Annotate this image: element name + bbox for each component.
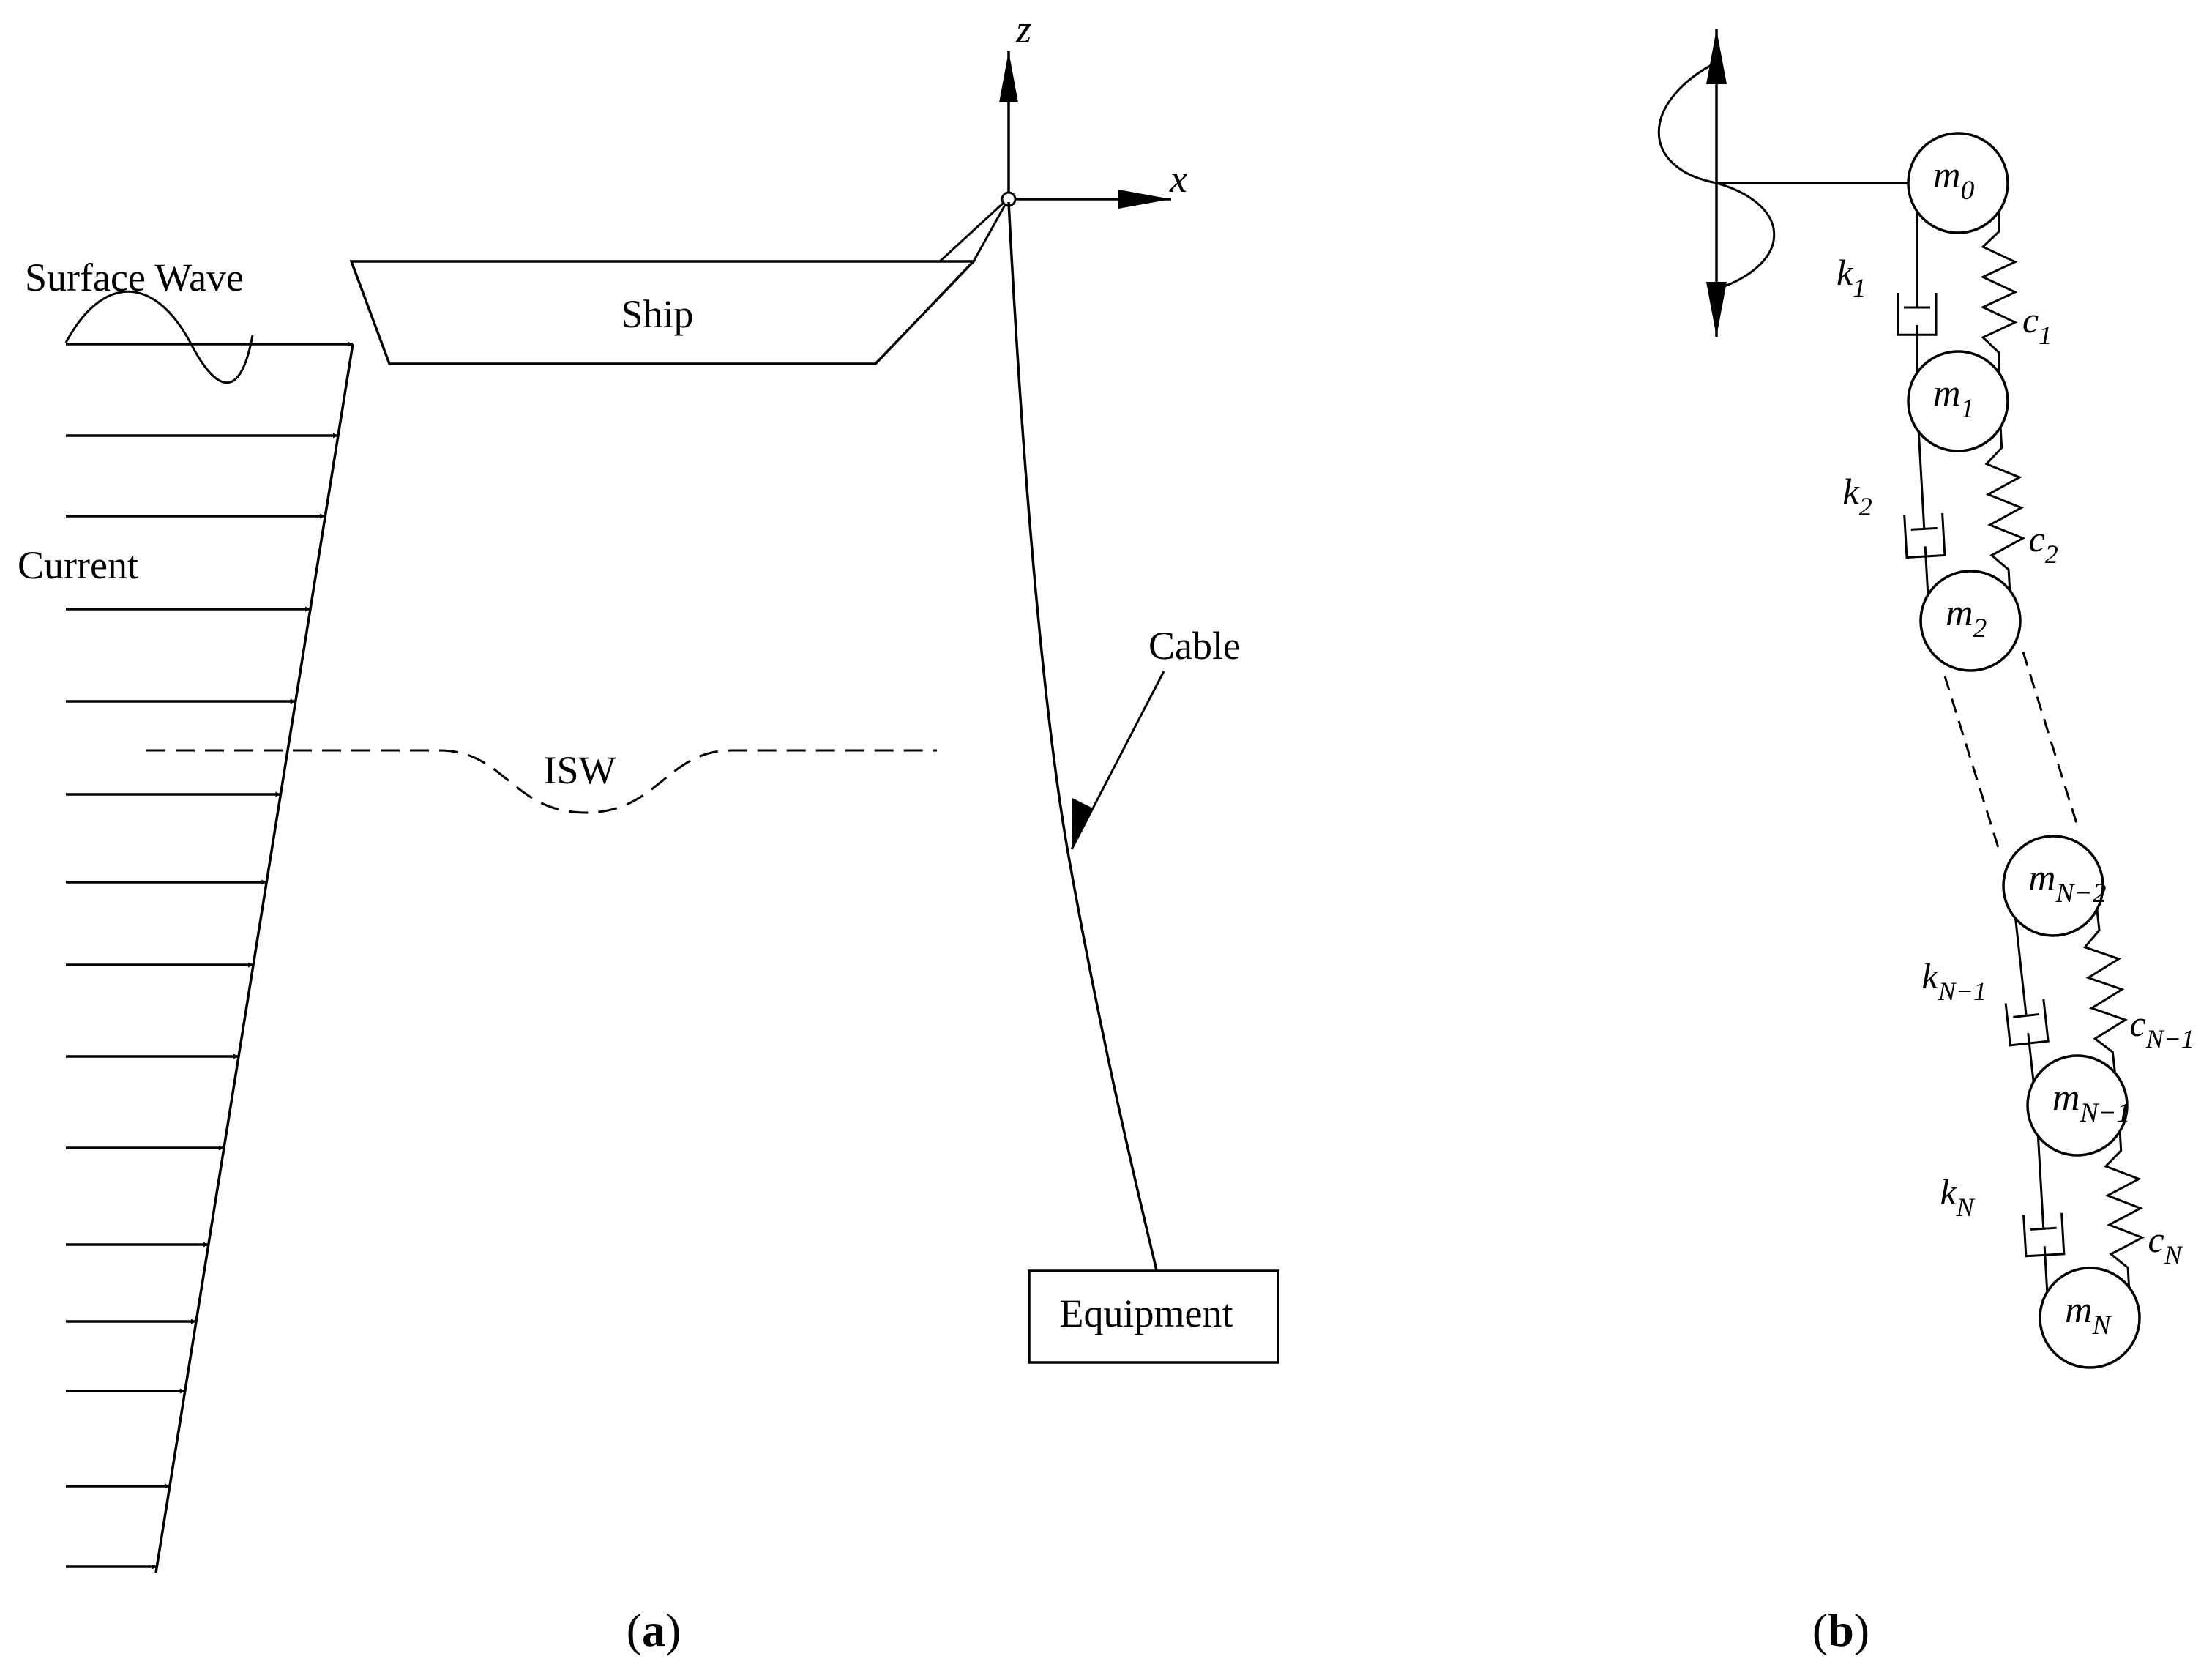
mass-label: m0 — [1933, 154, 1975, 206]
crane-boom-1 — [938, 201, 1006, 263]
damper-label-c3: cN−1 — [2130, 1003, 2195, 1053]
current-label: Current — [18, 543, 138, 587]
mass-label-subscript: N−1 — [2080, 1098, 2131, 1128]
panel-a: z x Ship Surface Wave Current ISW Cable … — [18, 7, 1279, 1656]
z-axis-label: z — [1015, 7, 1031, 51]
heave-excitation — [1657, 29, 1915, 337]
surface-wave-curve — [64, 290, 254, 384]
panel-a-label: (a) — [627, 1604, 681, 1656]
mass-label-subscript: 0 — [1961, 176, 1975, 206]
spring-label-k4-base: k — [1940, 1171, 1957, 1212]
spring-label-k2-subscript: 2 — [1859, 492, 1872, 521]
panel-b-label: (b) — [1812, 1604, 1869, 1656]
mass-label: m2 — [1946, 592, 1987, 644]
mass-node — [2002, 835, 2104, 937]
mass-label-base: m — [2052, 1077, 2080, 1119]
mass-label-base: m — [1933, 373, 1961, 414]
chain-continuation-dashed — [1943, 676, 2002, 855]
cable-label: Cable — [1148, 624, 1241, 668]
spring-k3 — [2082, 895, 2129, 1087]
mass-node — [1907, 132, 2009, 234]
spring-k4 — [2104, 1117, 2145, 1301]
damper-label-c3-base: c — [2130, 1003, 2146, 1044]
ship: Ship — [349, 201, 1006, 365]
damper-label-c4: cN — [2148, 1219, 2183, 1269]
equipment-label: Equipment — [1060, 1291, 1233, 1335]
mass-label-subscript: 1 — [1961, 394, 1975, 424]
equipment-box — [1028, 1269, 1279, 1364]
mass-label: m1 — [1933, 373, 1974, 424]
damper-label-c3-subscript: N−1 — [2145, 1024, 2194, 1053]
mass-label-subscript: N — [2092, 1310, 2112, 1340]
x-axis-arrowhead — [1118, 190, 1171, 209]
isw-interface — [146, 749, 937, 814]
current-profile-line — [154, 343, 354, 1573]
coordinate-axes: z x — [999, 7, 1187, 209]
mass-label-base: m — [1933, 154, 1961, 196]
spring-label-k4: kN — [1940, 1171, 1976, 1222]
x-axis-label: x — [1169, 157, 1187, 201]
crane-boom-2 — [972, 204, 1006, 262]
spring-label-k3-base: k — [1922, 955, 1939, 996]
spring-label-k1-subscript: 1 — [1853, 273, 1866, 302]
panel-a-letter: a — [642, 1604, 665, 1656]
damper-label-c1: c1 — [2022, 299, 2052, 350]
mass-label-base: m — [2028, 857, 2056, 899]
damper-label-c1-base: c — [2022, 299, 2039, 340]
spring-label-k3-subscript: N−1 — [1938, 977, 1987, 1006]
damper-label-c1-subscript: 1 — [2039, 321, 2052, 350]
mass-node — [2039, 1267, 2141, 1369]
spring-label-k4-subscript: N — [1956, 1193, 1976, 1222]
mass-node — [2026, 1054, 2129, 1157]
cable — [1007, 201, 1158, 1271]
spring-label-k2-base: k — [1843, 471, 1860, 512]
cable-pointer — [1070, 671, 1165, 850]
damper-label-c2: c2 — [2029, 518, 2058, 569]
damper-label-c2-base: c — [2029, 518, 2045, 559]
damper-label-c2-subscript: 2 — [2045, 540, 2058, 569]
panel-b-letter: b — [1828, 1604, 1854, 1656]
z-axis-arrowhead — [999, 51, 1018, 102]
spring-k2 — [1984, 413, 2026, 604]
mass-node — [1919, 570, 2022, 672]
excitation-arrowhead-down — [1706, 282, 1727, 337]
mass-label: mN−2 — [2028, 857, 2107, 909]
mass-label-base: m — [1946, 592, 1973, 634]
current-arrows — [66, 341, 353, 1570]
mass-label-base: m — [2065, 1289, 2093, 1331]
spring-label-k3: kN−1 — [1922, 955, 1987, 1006]
chain-continuation-dashed — [2022, 652, 2080, 831]
mass-label-subscript: 2 — [1973, 614, 1987, 644]
isw-label: ISW — [544, 748, 616, 792]
damper-label-c4-base: c — [2148, 1219, 2164, 1260]
damper-c1 — [1897, 198, 1938, 387]
damper-label-c4-subscript: N — [2164, 1240, 2183, 1269]
spring-label-k1-base: k — [1837, 252, 1853, 293]
mass-label: mN−1 — [2052, 1077, 2131, 1128]
ship-label: Ship — [621, 292, 693, 336]
mass-node — [1907, 350, 2009, 452]
spring-label-k1: k1 — [1837, 252, 1866, 302]
mass-label: mN — [2065, 1289, 2112, 1340]
excitation-arrowhead-up — [1706, 29, 1727, 84]
mass-label-subscript: N−2 — [2055, 879, 2107, 909]
spring-k1 — [1980, 198, 2018, 387]
cable-pointer-arrowhead — [1072, 798, 1093, 849]
spring-label-k2: k2 — [1843, 471, 1872, 521]
ship-hull — [349, 260, 977, 365]
